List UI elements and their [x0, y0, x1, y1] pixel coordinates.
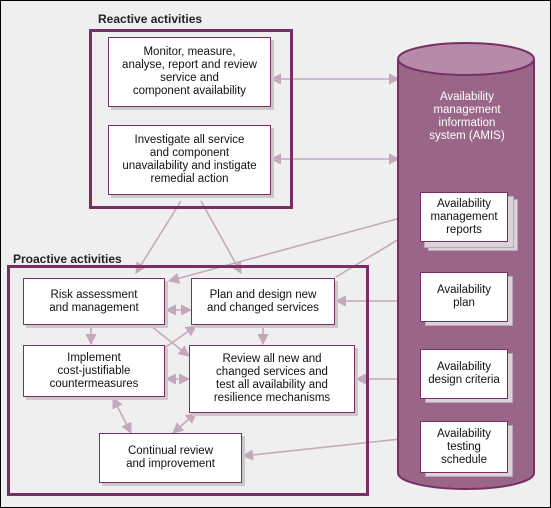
amis-label: Availability management information syst…	[429, 91, 505, 142]
testing-schedule-doc: Availability testing schedule	[420, 421, 508, 473]
proactive-group	[7, 265, 369, 496]
link-reactive-plan	[200, 200, 242, 274]
plan-design-box: Plan and design new and changed services	[191, 278, 335, 325]
link-continual-testing	[241, 432, 421, 461]
review-new-box: Review all new and changed services and …	[189, 345, 355, 413]
link-risk-review	[150, 325, 190, 357]
link-reports-risk	[167, 210, 421, 284]
design-criteria-doc: Availability design criteria	[420, 349, 508, 399]
reactive-title: Reactive activities	[98, 12, 203, 26]
proactive-title: Proactive activities	[13, 252, 122, 266]
link-reactive-risk	[135, 200, 182, 274]
continual-review-box: Continual review and improvement	[99, 433, 242, 483]
implement-box: Implement cost-justifiable countermeasur…	[23, 345, 165, 397]
monitor-box: Monitor, measure, analyse, report and re…	[108, 37, 271, 107]
link-implement-plan	[162, 325, 197, 350]
reactive-group	[89, 29, 293, 209]
link-implement-continual	[112, 397, 132, 434]
reports-doc: Availability management reports	[420, 192, 508, 242]
investigate-box: Investigate all service and component un…	[108, 125, 271, 195]
plan-doc: Availability plan	[420, 272, 508, 322]
link-review-continual	[172, 412, 197, 434]
risk-box: Risk assessment and management	[23, 278, 165, 325]
